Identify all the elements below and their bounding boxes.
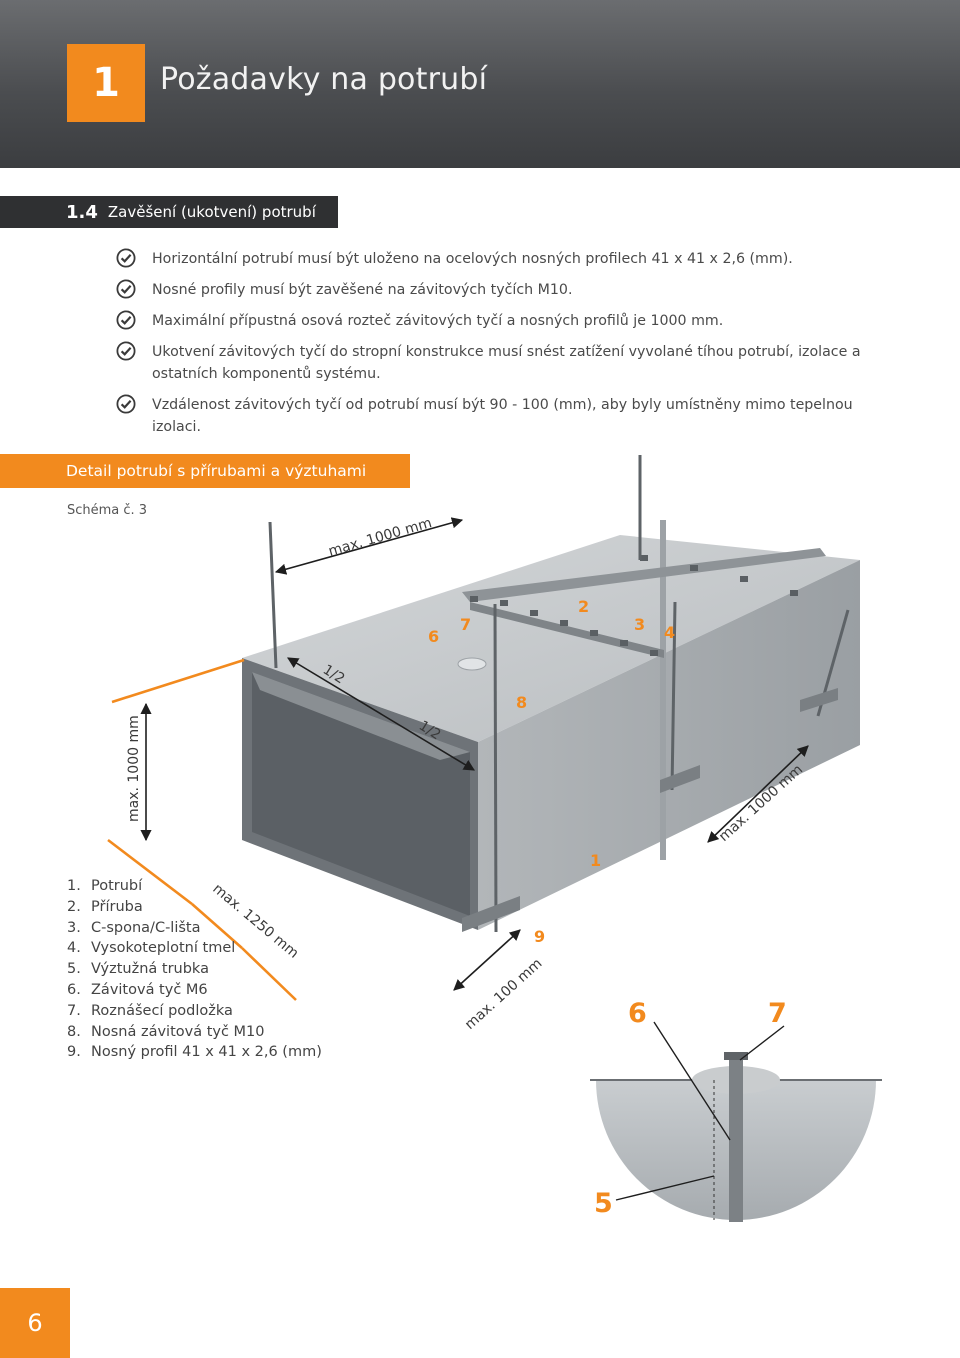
legend-item: 2.Příruba xyxy=(67,898,143,915)
list-item-text: Horizontální potrubí musí být uloženo na… xyxy=(152,251,793,267)
page-number: 6 xyxy=(0,1288,70,1358)
support-profiles xyxy=(462,688,838,932)
detail-subheading: Detail potrubí s přírubami a výztuhami xyxy=(0,454,410,488)
list-item-text: Maximální přípustná osová rozteč závitov… xyxy=(152,313,724,329)
check-icon xyxy=(116,310,136,330)
section-heading: 1.4 Zavěšení (ukotvení) potrubí xyxy=(0,196,338,228)
legend-item: 9.Nosný profil 41 x 41 x 2,6 (mm) xyxy=(67,1044,322,1061)
section-title: Zavěšení (ukotvení) potrubí xyxy=(107,203,316,221)
callout-1: 1 xyxy=(590,851,601,870)
orange-guides xyxy=(107,658,297,1001)
callout-7: 7 xyxy=(460,615,471,634)
section-number: 1.4 xyxy=(66,201,98,223)
legend: 1.Potrubí 2.Příruba 3.C-spona/C-lišta 4.… xyxy=(67,876,322,1063)
list-item: Maximální přípustná osová rozteč závitov… xyxy=(116,310,886,332)
check-icon xyxy=(116,248,136,268)
subheading-text: Detail potrubí s přírubami a výztuhami xyxy=(66,462,367,480)
flange-edge xyxy=(470,602,664,658)
callout-9: 9 xyxy=(534,927,545,946)
dim-rod: max. 100 mm xyxy=(462,956,545,1033)
legend-item: 4.Vysokoteplotní tmel xyxy=(67,940,236,957)
detail-callout-lines xyxy=(615,1021,785,1201)
callout-4: 4 xyxy=(664,623,675,642)
flange xyxy=(660,520,666,860)
list-item-text: Nosné profily musí být zavěšené na závit… xyxy=(152,282,573,298)
detail-callout-5: 5 xyxy=(594,1188,613,1219)
callout-2: 2 xyxy=(578,597,589,616)
chapter-title: Požadavky na potrubí xyxy=(160,62,488,97)
dim-left: max. 1000 mm xyxy=(126,715,142,822)
list-item-text: Vzdálenost závitových tyčí od potrubí mu… xyxy=(152,397,853,435)
requirements-list: Horizontální potrubí musí být uloženo na… xyxy=(116,248,886,447)
list-item: Nosné profily musí být zavěšené na závit… xyxy=(116,279,886,301)
list-item-text: Ukotvení závitových tyčí do stropní kons… xyxy=(152,344,861,382)
dimension-lines xyxy=(140,517,809,991)
detail-callout-6: 6 xyxy=(628,998,647,1029)
flange-top xyxy=(462,548,826,602)
callout-6: 6 xyxy=(428,627,439,646)
check-icon xyxy=(116,394,136,414)
legend-item: 3.C-spona/C-lišta xyxy=(67,919,201,936)
list-item: Ukotvení závitových tyčí do stropní kons… xyxy=(116,341,886,385)
legend-item: 7.Roznášecí podložka xyxy=(67,1002,233,1019)
flange-clips xyxy=(470,555,798,656)
check-icon xyxy=(116,341,136,361)
schema-label: Schéma č. 3 xyxy=(67,503,148,518)
legend-item: 5.Výztužná trubka xyxy=(67,961,209,978)
list-item: Vzdálenost závitových tyčí od potrubí mu… xyxy=(116,394,886,438)
page-header: 1 Požadavky na potrubí xyxy=(0,0,960,168)
legend-item: 6.Závitová tyč M6 xyxy=(67,981,208,998)
callout-3: 3 xyxy=(634,615,645,634)
callout-8: 8 xyxy=(516,693,527,712)
chapter-number: 1 xyxy=(67,44,145,122)
legend-item: 8.Nosná závitová tyč M10 xyxy=(67,1023,265,1040)
detail-callout-7: 7 xyxy=(768,998,787,1029)
detail-rod xyxy=(729,1052,743,1222)
legend-item: 1.Potrubí xyxy=(67,878,143,894)
dim-top: max. 1000 mm xyxy=(327,515,434,560)
check-icon xyxy=(116,279,136,299)
duct-side-face xyxy=(478,560,860,930)
washer xyxy=(457,657,487,671)
list-item: Horizontální potrubí musí být uloženo na… xyxy=(116,248,886,270)
detail-nut xyxy=(724,1052,748,1060)
